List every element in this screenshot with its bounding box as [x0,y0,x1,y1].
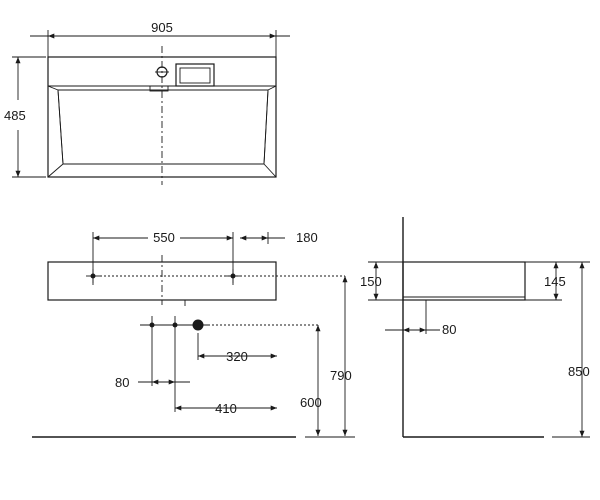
overflow-box [175,63,215,87]
wall-thickness-label: 150 [360,274,382,289]
front-view: 550 180 320 80 [32,230,355,438]
pipe-height-label: 600 [300,395,322,410]
basin-outline-side [402,261,526,301]
drain-slot [149,85,169,92]
side-view: 150 145 80 850 [360,217,590,438]
basin-height-label: 790 [330,368,352,383]
total-height-label: 850 [568,364,590,379]
depth-label: 485 [4,108,26,123]
hole-offset-label: 180 [296,230,318,245]
width-label: 905 [151,20,173,35]
rim-thickness-label: 145 [544,274,566,289]
pipe-spacing-label: 80 [115,375,129,390]
hole-spacing-label: 550 [153,230,175,245]
trap-offset-label: 320 [226,349,248,364]
trap-outlet [192,319,204,331]
mounting-hole-left [90,273,96,279]
depth-dimension: 485 [4,56,46,178]
basin-bowl-top [57,89,269,165]
width-dimension: 905 [30,20,290,57]
drain-offset-label: 80 [442,322,456,337]
hole-spacing-dimension: 550 180 [92,230,318,285]
top-view: 905 485 [4,20,290,185]
pipe-offset-label: 410 [215,401,237,416]
